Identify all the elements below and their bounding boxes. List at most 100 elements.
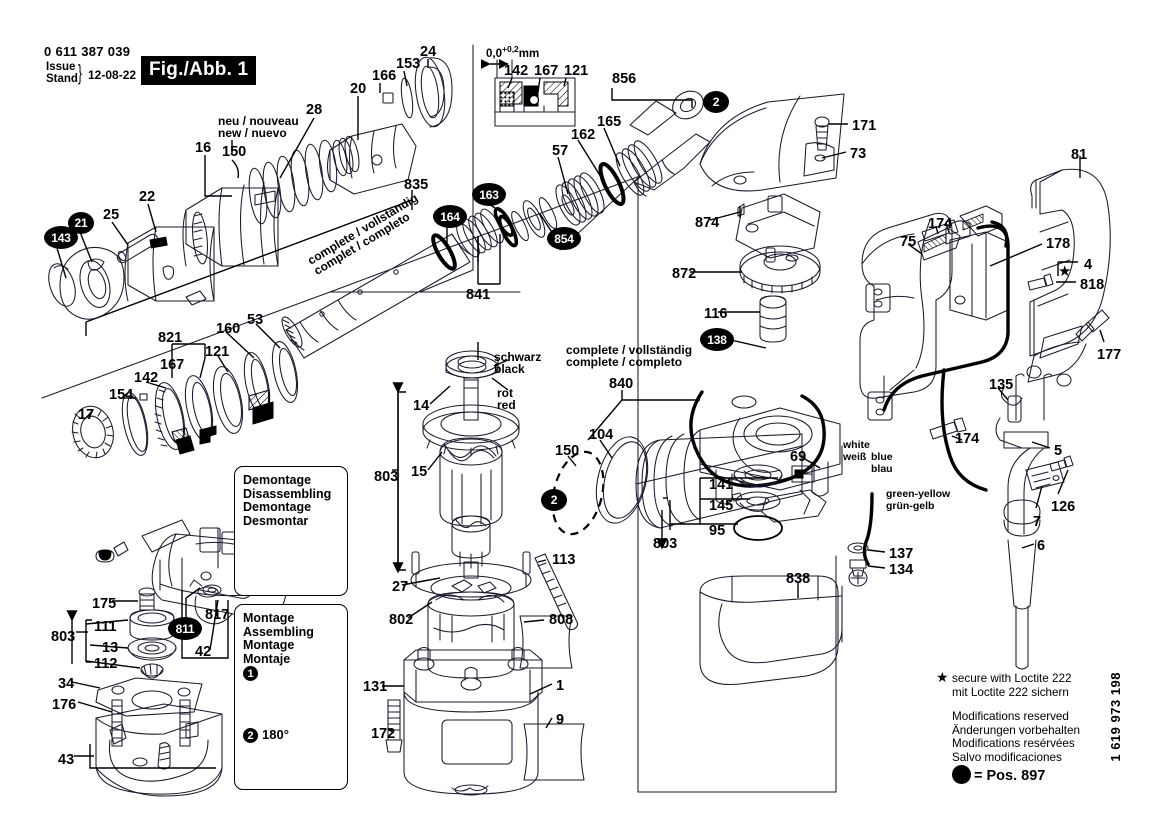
part-callout-25: 25 bbox=[103, 207, 120, 223]
part-callout-162: 162 bbox=[571, 127, 596, 143]
part-callout-7: 7 bbox=[1033, 514, 1042, 530]
part-callout-112: 112 bbox=[94, 656, 118, 672]
part-callout-34: 34 bbox=[58, 676, 75, 692]
part-callout-135: 135 bbox=[989, 377, 1014, 393]
part-callout-177: 177 bbox=[1097, 347, 1122, 363]
part-callout-116: 116 bbox=[704, 306, 728, 322]
part-callout-165: 165 bbox=[597, 114, 622, 130]
part-callout-53: 53 bbox=[247, 312, 264, 328]
part-callout-803: 803 bbox=[51, 629, 76, 645]
part-callout-167: 167 bbox=[534, 63, 559, 79]
part-callout-14: 14 bbox=[413, 398, 430, 414]
part-callout-126: 126 bbox=[1051, 499, 1076, 515]
part-callout-172: 172 bbox=[371, 726, 396, 742]
part-callout-142: 142 bbox=[504, 63, 529, 79]
part-callout-141: 141 bbox=[709, 477, 734, 493]
disassembling-box bbox=[234, 466, 348, 596]
part-callout-9: 9 bbox=[556, 712, 565, 728]
part-callout-24: 24 bbox=[420, 44, 437, 60]
pos-897-legend: = Pos. 897 bbox=[952, 765, 1045, 784]
part-callout-818: 818 bbox=[1080, 277, 1105, 293]
part-callout-121: 121 bbox=[564, 63, 589, 79]
part-callout-20: 20 bbox=[350, 81, 367, 97]
part-callout-28: 28 bbox=[306, 102, 323, 118]
part-callout-43: 43 bbox=[58, 752, 75, 768]
assembling-step-2-angle: 180° bbox=[262, 727, 289, 742]
note-rot-red: rot red bbox=[497, 386, 516, 412]
part-callout-121: 121 bbox=[205, 344, 230, 360]
part-callout-840: 840 bbox=[609, 376, 634, 392]
part-callout-5: 5 bbox=[1054, 443, 1063, 459]
part-callout-178: 178 bbox=[1046, 236, 1071, 252]
issue-label: Issue bbox=[46, 61, 76, 73]
part-callout-838: 838 bbox=[786, 571, 811, 587]
part-callout-874: 874 bbox=[695, 215, 720, 231]
part-callout-802: 802 bbox=[389, 612, 414, 628]
tolerance-note: 0,0+0,2mm bbox=[486, 44, 540, 60]
modifications-note: Modifications reserved Änderungen vorbeh… bbox=[952, 710, 1081, 764]
assembling-box bbox=[234, 604, 348, 790]
part-callout-153: 153 bbox=[396, 56, 421, 72]
part-callout-171: 171 bbox=[852, 118, 877, 134]
note-neu-nouveau: neu / nouveau new / nuevo bbox=[218, 114, 299, 140]
part-callout-73: 73 bbox=[850, 146, 867, 162]
part-callout-175: 175 bbox=[92, 596, 117, 612]
assembling-step-2: 2 bbox=[243, 728, 258, 743]
part-callout-111: 111 bbox=[94, 619, 117, 635]
part-callout-803: 803 bbox=[653, 536, 678, 552]
part-callout-167: 167 bbox=[160, 357, 185, 373]
part-callout-142: 142 bbox=[134, 370, 159, 386]
stand-label: Stand bbox=[46, 72, 78, 85]
part-callout-4: 4 bbox=[1084, 257, 1093, 273]
note-complete-840: complete / vollständig complete / comple… bbox=[566, 343, 693, 369]
note-schwarz-black: schwarz black bbox=[494, 350, 542, 376]
assembling-title: Montage Assembling Montage Montaje bbox=[243, 611, 314, 666]
part-callout-57: 57 bbox=[552, 143, 569, 159]
part-callout-75: 75 bbox=[900, 234, 917, 250]
pos897-badge-21: 21 bbox=[68, 212, 94, 234]
issue-date: 12-08-22 bbox=[88, 68, 137, 82]
assembling-step-1: 1 bbox=[243, 666, 258, 681]
star-icon: ★ bbox=[936, 669, 949, 685]
part-callout-81: 81 bbox=[1071, 147, 1088, 163]
part-callout-176: 176 bbox=[52, 697, 77, 713]
part-callout-154: 154 bbox=[109, 387, 134, 403]
part-callout-104: 104 bbox=[589, 427, 614, 443]
part-callout-150: 150 bbox=[222, 144, 247, 160]
loctite-note: ★ secure with Loctite 222 mit Loctite 22… bbox=[936, 669, 1072, 699]
part-callout-16: 16 bbox=[195, 140, 212, 156]
pos897-badge-163: 163 bbox=[472, 183, 506, 206]
part-callout-131: 131 bbox=[363, 679, 388, 695]
part-callout-1: 1 bbox=[556, 678, 565, 694]
part-callout-174: 174 bbox=[955, 431, 980, 447]
part-callout-808: 808 bbox=[549, 612, 574, 628]
pos897-badge-138: 138 bbox=[700, 328, 734, 351]
part-callout-42: 42 bbox=[195, 644, 212, 660]
part-callout-17: 17 bbox=[78, 407, 95, 423]
pos897-badge-2: 2 bbox=[541, 489, 567, 511]
part-callout-15: 15 bbox=[411, 464, 428, 480]
part-callout-113: 113 bbox=[552, 552, 576, 568]
part-callout-134: 134 bbox=[889, 562, 914, 578]
part-callout-22: 22 bbox=[139, 189, 156, 205]
pos-897-dot-icon bbox=[952, 765, 971, 784]
part-callout-69: 69 bbox=[790, 449, 807, 465]
part-callout-817: 817 bbox=[205, 607, 230, 623]
part-number: 0 611 387 039 bbox=[44, 44, 131, 59]
figure-badge: Fig./Abb. 1 bbox=[141, 56, 257, 85]
pos897-badge-2: 2 bbox=[703, 91, 729, 113]
part-callout-835: 835 bbox=[404, 177, 429, 193]
issue-stand-label: Issue Stand bbox=[46, 61, 78, 85]
part-callout-27: 27 bbox=[392, 579, 409, 595]
part-callout-166: 166 bbox=[372, 68, 397, 84]
part-callout-95: 95 bbox=[709, 523, 726, 539]
document-code: 1 619 973 198 bbox=[1108, 672, 1123, 762]
part-callout-137: 137 bbox=[889, 546, 914, 562]
star-icon-818: ★ bbox=[1058, 263, 1072, 280]
note-blue-blau: blue blau bbox=[871, 451, 893, 475]
part-callout-160: 160 bbox=[216, 321, 241, 337]
part-callout-13: 13 bbox=[102, 640, 119, 656]
pos897-badge-854: 854 bbox=[547, 227, 581, 250]
